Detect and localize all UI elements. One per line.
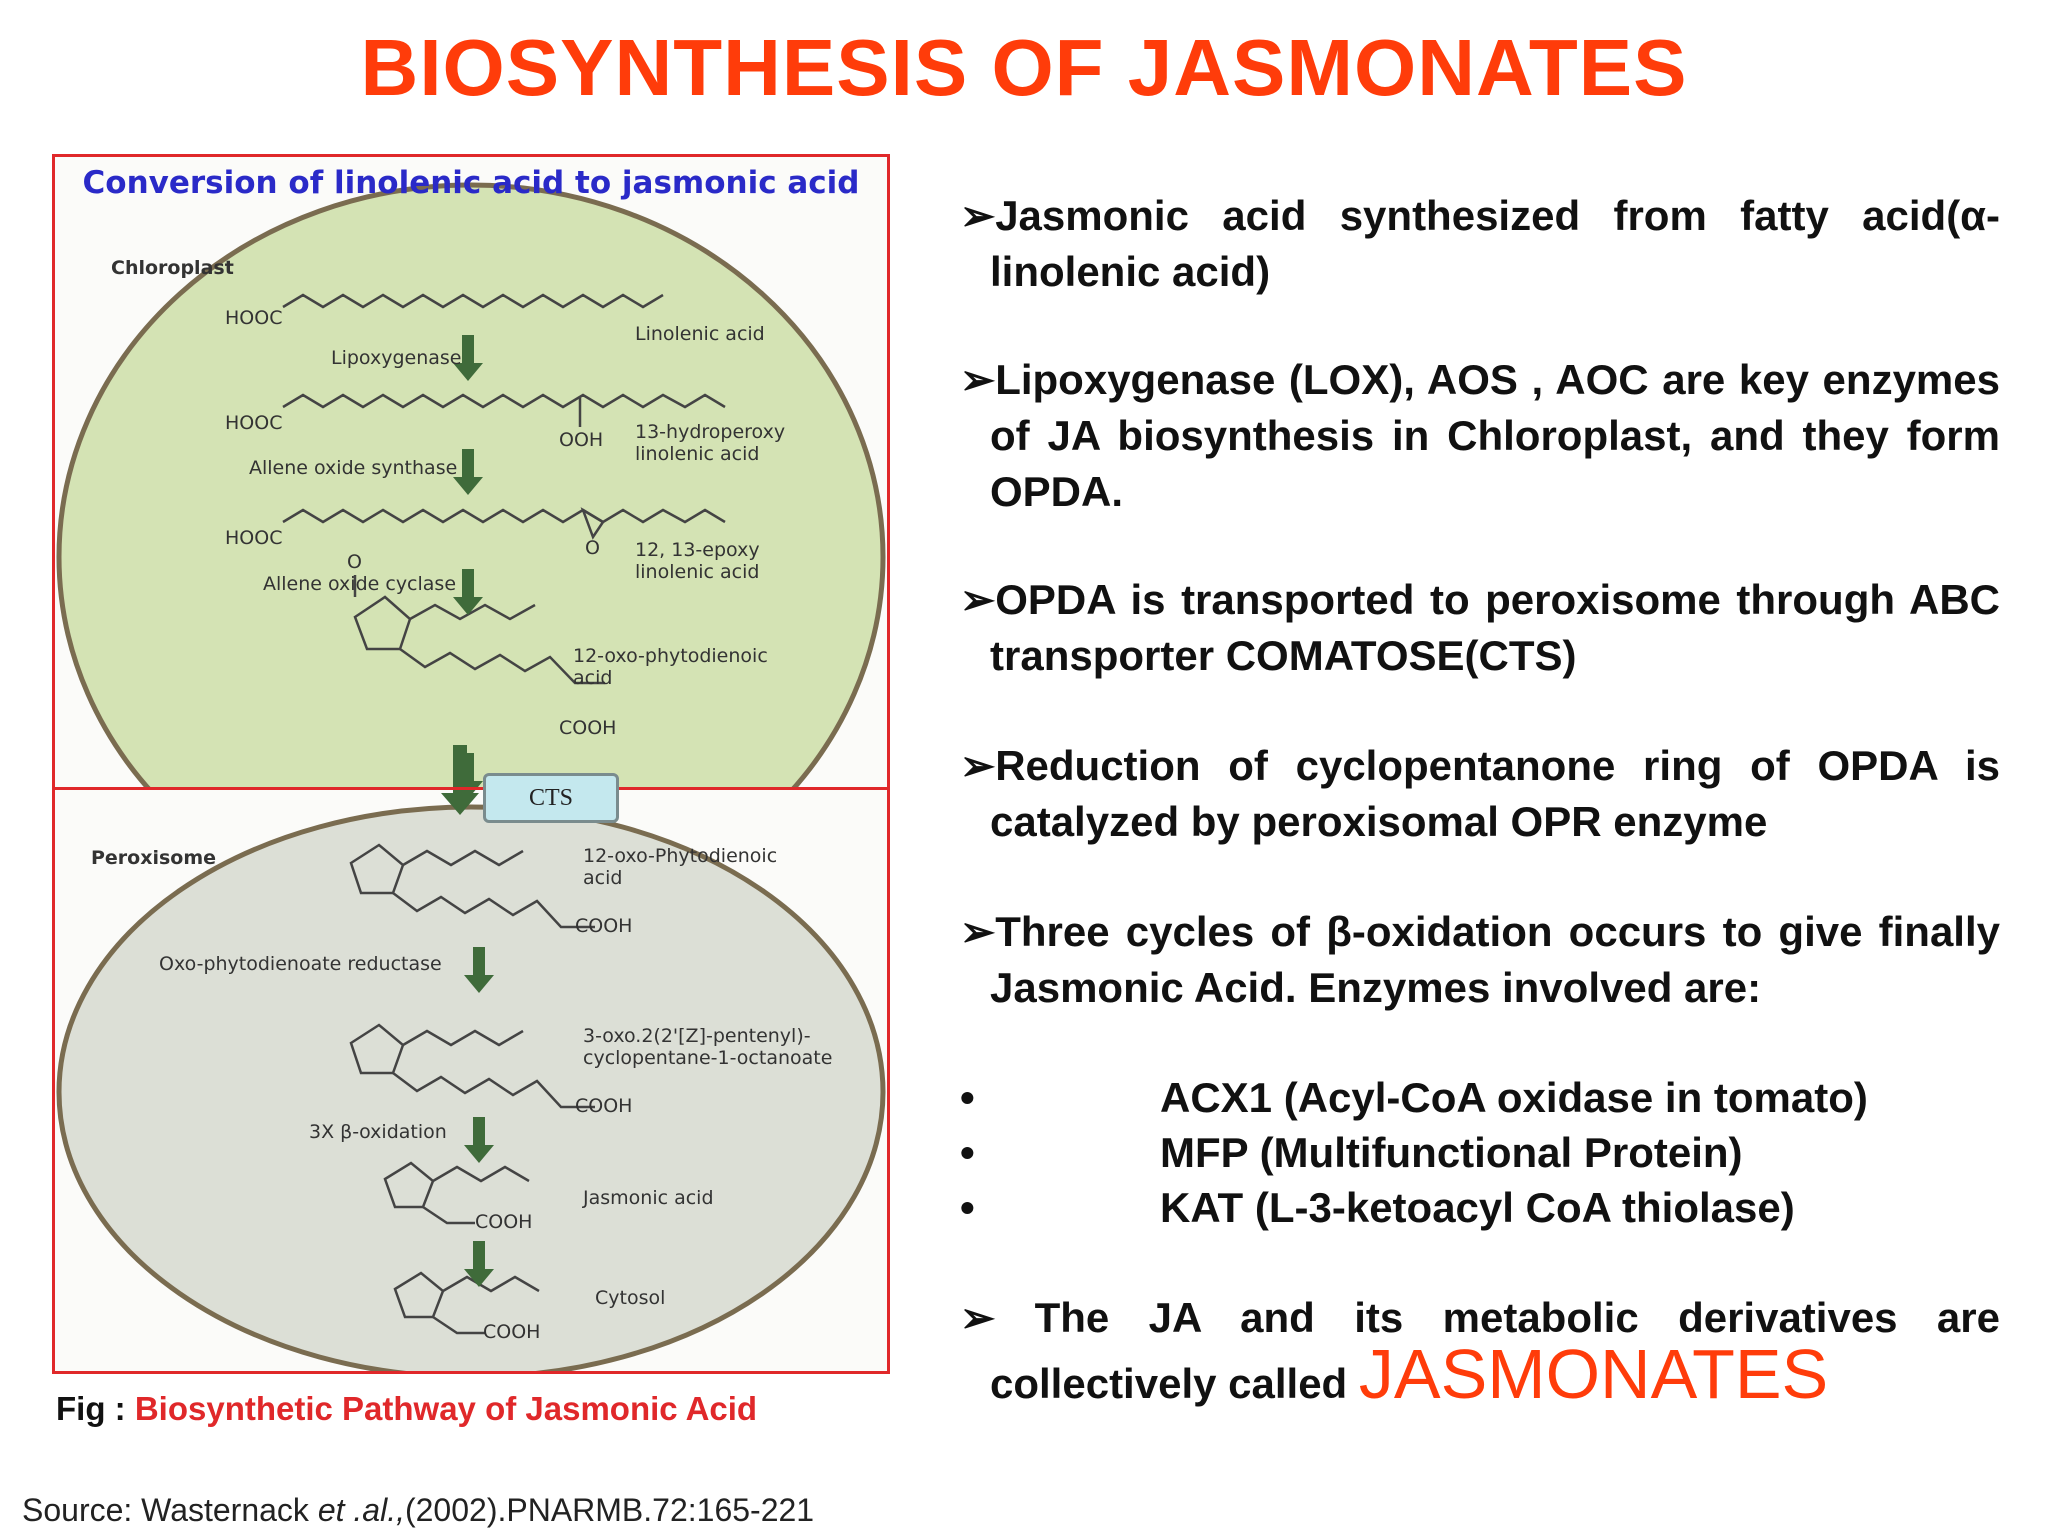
caption-text: Biosynthetic Pathway of Jasmonic Acid <box>134 1390 758 1427</box>
compound-opda-2: acid <box>573 667 613 689</box>
sub-item-text: KAT (L-3-ketoacyl CoA thiolase) <box>1160 1184 1795 1231</box>
cooh-5: COOH <box>483 1321 541 1343</box>
compound-opda-1: 12-oxo-phytodienoic <box>573 645 768 667</box>
bullet-arrow-icon: ➢ <box>960 1294 996 1341</box>
linolenic-chain <box>282 293 664 309</box>
compound-hydroperoxy-1: 13-hydroperoxy <box>635 421 786 443</box>
sub-bullet-dot: • <box>960 1129 975 1176</box>
opda-ring-2 <box>349 843 405 895</box>
bullet-4: ➢Reduction of cyclopentanone ring of OPD… <box>960 738 2000 850</box>
bullet-5: ➢Three cycles of β-oxidation occurs to g… <box>960 904 2000 1016</box>
bullet-6-text: The JA and its metabolic derivatives are… <box>990 1294 2000 1407</box>
source-prefix: Source: Wasternack <box>22 1492 318 1528</box>
membrane-divider <box>55 787 887 790</box>
enzyme-opr: Oxo-phytodienoate reductase <box>159 953 442 975</box>
epoxide-oxygen: O <box>585 537 600 559</box>
hydroperoxy-chain <box>282 393 726 409</box>
compound-opc-2: cyclopentane-1-octanoate <box>583 1047 833 1069</box>
epoxy-chain <box>282 508 726 524</box>
bullet-arrow-icon: ➢ <box>960 192 996 239</box>
label-chloroplast: Chloroplast <box>111 257 234 279</box>
bullet-arrow-icon: ➢ <box>960 908 996 955</box>
compound-epoxy-2: linolenic acid <box>635 561 760 583</box>
source-etal: et .al., <box>317 1492 405 1528</box>
bullet-arrow-icon: ➢ <box>960 356 996 403</box>
bullet-1: ➢Jasmonic acid synthesized from fatty ac… <box>960 188 2000 300</box>
bullet-5-text: Three cycles of β-oxidation occurs to gi… <box>990 908 2000 1011</box>
enzyme-aoc: Allene oxide cyclase <box>263 573 457 595</box>
sub-item-kat: • KAT (L-3-ketoacyl CoA thiolase) <box>960 1180 2000 1236</box>
bullet-4-text: Reduction of cyclopentanone ring of OPDA… <box>990 742 2000 845</box>
compound-opc-1: 3-oxo.2(2'[Z]-pentenyl)- <box>583 1025 811 1047</box>
ketone-oxygen-1: O <box>347 551 362 573</box>
source-citation: Source: Wasternack et .al.,(2002).PNARMB… <box>22 1492 814 1529</box>
compound-linolenic-acid: Linolenic acid <box>635 323 765 345</box>
caption-prefix: Fig : <box>56 1390 126 1427</box>
enzyme-aos: Allene oxide synthase <box>249 457 458 479</box>
bullet-2: ➢Lipoxygenase (LOX), AOS , AOC are key e… <box>960 352 2000 520</box>
cooh-1: COOH <box>559 717 617 739</box>
ooh-group: OOH <box>559 429 604 451</box>
arrow-group <box>441 335 494 1287</box>
source-rest: (2002).PNARMB.72:165-221 <box>404 1492 815 1528</box>
compound-epoxy-1: 12, 13-epoxy <box>635 539 760 561</box>
bullet-6: ➢ The JA and its metabolic derivatives a… <box>960 1290 2000 1412</box>
hooc-1: HOOC <box>225 307 283 329</box>
sub-bullet-dot: • <box>960 1074 975 1121</box>
bullet-1-text: Jasmonic acid synthesized from fatty aci… <box>990 192 2000 295</box>
ja-ring-2 <box>393 1271 445 1319</box>
pathway-figure: Conversion of linolenic acid to jasmonic… <box>52 154 890 1374</box>
enzyme-beta-oxidation: 3X β-oxidation <box>309 1121 447 1143</box>
bullet-2-text: Lipoxygenase (LOX), AOS , AOC are key en… <box>990 356 2000 515</box>
slide-title: BIOSYNTHESIS OF JASMONATES <box>360 23 1688 112</box>
figure-title: Conversion of linolenic acid to jasmonic… <box>82 165 860 201</box>
opda-ring-1 <box>353 595 412 651</box>
sub-item-mfp: • MFP (Multifunctional Protein) <box>960 1125 2000 1181</box>
opc-ring <box>349 1023 405 1075</box>
hooc-3: HOOC <box>225 527 283 549</box>
cts-transporter-box: CTS <box>483 773 619 823</box>
hooc-2: HOOC <box>225 412 283 434</box>
bullet-3-text: OPDA is transported to peroxisome throug… <box>990 576 2000 679</box>
bullet-arrow-icon: ➢ <box>960 742 996 789</box>
ja-ring-1 <box>383 1161 435 1209</box>
figure-caption: Fig : Biosynthetic Pathway of Jasmonic A… <box>56 1390 757 1428</box>
sub-bullet-dot: • <box>960 1184 975 1231</box>
pathway-drawing <box>55 182 887 1371</box>
sub-item-acx1: • ACX1 (Acyl-CoA oxidase in tomato) <box>960 1070 2000 1126</box>
bullet-3: ➢OPDA is transported to peroxisome throu… <box>960 572 2000 684</box>
label-peroxisome: Peroxisome <box>91 847 217 869</box>
compound-opda2-2: acid <box>583 867 623 889</box>
cooh-3: COOH <box>575 1095 633 1117</box>
jasmonates-highlight: JASMONATES <box>1358 1335 1829 1413</box>
compound-jasmonic-acid: Jasmonic acid <box>583 1187 714 1209</box>
cooh-2: COOH <box>575 915 633 937</box>
sub-item-text: ACX1 (Acyl-CoA oxidase in tomato) <box>1160 1074 1868 1121</box>
compound-hydroperoxy-2: linolenic acid <box>635 443 760 465</box>
sub-item-text: MFP (Multifunctional Protein) <box>1160 1129 1743 1176</box>
enzyme-lipoxygenase: Lipoxygenase <box>331 347 462 369</box>
compound-opda2-1: 12-oxo-Phytodienoic <box>583 845 778 867</box>
bullet-arrow-icon: ➢ <box>960 576 996 623</box>
label-cytosol: Cytosol <box>595 1287 666 1309</box>
cooh-4: COOH <box>475 1211 533 1233</box>
